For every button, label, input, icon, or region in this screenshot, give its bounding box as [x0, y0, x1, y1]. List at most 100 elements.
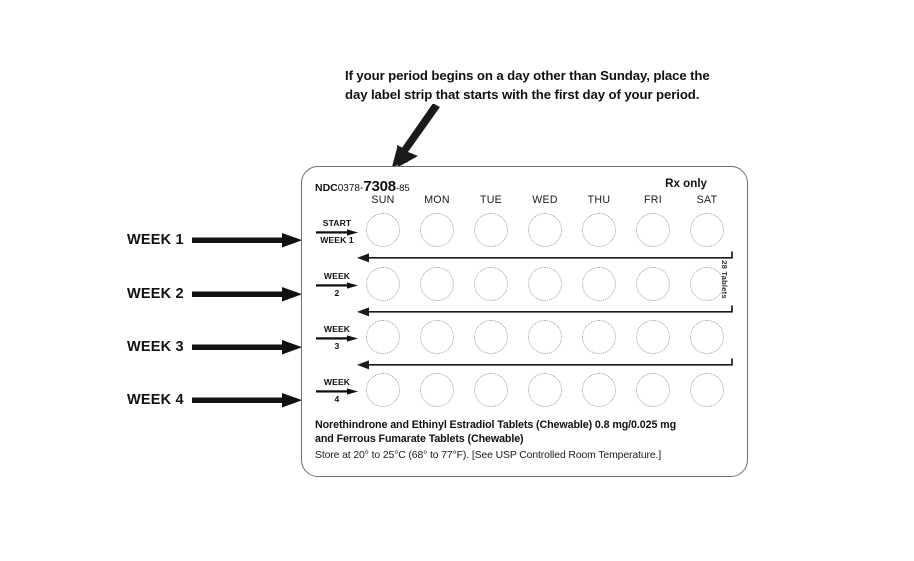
day-header-sat: SAT [696, 194, 718, 206]
pill-well[interactable] [680, 373, 734, 407]
arrow-right-icon [191, 340, 302, 355]
week-callout-label: WEEK 3 [127, 339, 184, 355]
pill-circle-icon [474, 267, 508, 301]
pill-well[interactable] [410, 267, 464, 301]
pill-circle-icon [636, 373, 670, 407]
pill-well[interactable] [680, 320, 734, 354]
day-header-sun: SUN [371, 194, 395, 206]
week-callout-label: WEEK 1 [127, 232, 184, 248]
pack-row-label-bottom: 2 [334, 287, 340, 298]
pill-circle-icon [690, 267, 724, 301]
arrow-right-icon [316, 281, 358, 289]
pill-well[interactable] [356, 320, 410, 354]
pill-row-week-4 [356, 369, 734, 411]
pack-row-label-3: WEEK 3 [316, 324, 358, 351]
pill-circle-icon [582, 320, 616, 354]
day-header-wed: WED [532, 194, 558, 206]
pill-row-week-2 [356, 263, 734, 305]
pack-row-label-top: START [322, 218, 352, 228]
pill-well[interactable] [626, 213, 680, 247]
pack-row-label-4: WEEK 4 [316, 377, 358, 404]
pill-circle-icon [366, 373, 400, 407]
pill-circle-icon [528, 373, 562, 407]
pill-circle-icon [474, 373, 508, 407]
pill-circle-icon [690, 320, 724, 354]
pack-row-label-bottom: 3 [334, 340, 340, 351]
pill-well[interactable] [464, 373, 518, 407]
pack-row-label-bottom: 4 [334, 393, 340, 404]
pill-circle-icon [582, 373, 616, 407]
pill-well[interactable] [464, 320, 518, 354]
arrow-right-icon [316, 387, 358, 395]
pill-well[interactable] [572, 267, 626, 301]
pill-row-week-1 [356, 209, 734, 251]
pill-well[interactable] [572, 320, 626, 354]
pill-well[interactable] [464, 267, 518, 301]
pill-circle-icon [636, 213, 670, 247]
pill-circle-icon [420, 320, 454, 354]
pack-row-label-2: WEEK 2 [316, 271, 358, 298]
pill-well[interactable] [626, 320, 680, 354]
callout-arrow-icon [392, 104, 440, 167]
pill-well[interactable] [356, 213, 410, 247]
pack-row-label-top: WEEK [323, 324, 351, 334]
instruction-text: If your period begins on a day other tha… [345, 68, 710, 102]
day-of-week-header: SUN MON TUE WED THU FRI SAT [356, 194, 734, 206]
pill-well[interactable] [410, 373, 464, 407]
ndc-code: NDC0378-7308-85 [315, 178, 410, 195]
pill-well[interactable] [410, 320, 464, 354]
drug-info-block: Norethindrone and Ethinyl Estradiol Tabl… [315, 419, 739, 462]
pack-row-label-top: WEEK [323, 271, 351, 281]
week-callout-1: WEEK 1 [127, 228, 302, 252]
day-header-thu: THU [587, 194, 611, 206]
pill-circle-icon [474, 213, 508, 247]
arrow-right-icon [191, 233, 302, 248]
week-callout-4: WEEK 4 [127, 388, 302, 412]
arrow-right-icon [191, 287, 302, 302]
pill-well[interactable] [464, 213, 518, 247]
row-connector-arrow-2-icon [357, 305, 733, 317]
drug-name-text: Norethindrone and Ethinyl Estradiol Tabl… [315, 419, 676, 445]
pill-well[interactable] [572, 213, 626, 247]
pill-well[interactable] [680, 213, 734, 247]
pill-circle-icon [690, 213, 724, 247]
pill-circle-icon [366, 213, 400, 247]
pill-circle-icon [420, 213, 454, 247]
pill-well[interactable] [680, 267, 734, 301]
day-header-tue: TUE [479, 194, 503, 206]
pill-row-week-3 [356, 316, 734, 358]
arrow-right-icon [191, 393, 302, 408]
pill-well[interactable] [518, 373, 572, 407]
day-header-fri: FRI [644, 194, 662, 206]
ndc-labeler-code: 0378- [337, 183, 364, 194]
ndc-package-code: -85 [395, 183, 410, 194]
pill-well[interactable] [572, 373, 626, 407]
pill-well[interactable] [356, 373, 410, 407]
pill-circle-icon [474, 320, 508, 354]
row-connector-arrow-1-icon [357, 251, 733, 263]
pack-row-label-bottom: WEEK 1 [320, 234, 354, 245]
pill-well[interactable] [626, 373, 680, 407]
pill-circle-icon [528, 213, 562, 247]
rx-only-label: Rx only [665, 177, 707, 190]
pill-circle-icon [582, 267, 616, 301]
ndc-label: NDC [315, 182, 338, 194]
pill-circle-icon [420, 267, 454, 301]
pill-circle-icon [528, 267, 562, 301]
week-callout-2: WEEK 2 [127, 282, 302, 306]
week-callout-3: WEEK 3 [127, 335, 302, 359]
storage-instructions-text: Store at 20° to 25°C (68° to 77°F). [See… [315, 450, 662, 461]
week-callout-label: WEEK 2 [127, 286, 184, 302]
pill-well[interactable] [518, 267, 572, 301]
pill-well[interactable] [626, 267, 680, 301]
pill-well[interactable] [356, 267, 410, 301]
pill-circle-icon [636, 267, 670, 301]
day-header-mon: MON [424, 194, 450, 206]
arrow-right-icon [316, 228, 358, 236]
pill-circle-icon [420, 373, 454, 407]
pill-circle-icon [582, 213, 616, 247]
pill-well[interactable] [410, 213, 464, 247]
pill-well[interactable] [518, 213, 572, 247]
pill-well[interactable] [518, 320, 572, 354]
blister-pack-card: NDC0378-7308-85 Rx only SUN MON TUE WED … [301, 166, 748, 477]
